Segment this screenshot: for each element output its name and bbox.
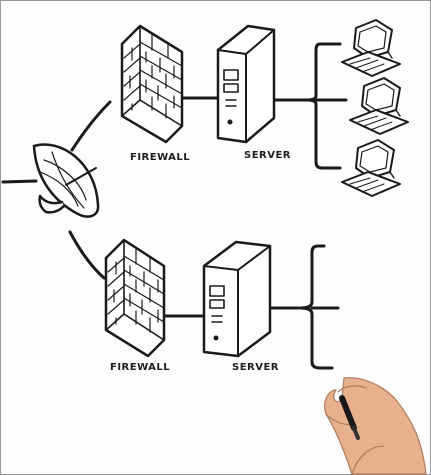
workstation-computer-icon-3: [342, 140, 400, 196]
bracket-top: [306, 44, 346, 168]
server-label-bottom: SERVER: [232, 362, 279, 373]
firewall-brick-icon-top: [122, 26, 182, 142]
hand-with-marker-icon: [325, 378, 426, 474]
firewall-label-bottom: FIREWALL: [110, 362, 170, 373]
server-label-top: SERVER: [244, 150, 291, 161]
bracket-bottom: [300, 246, 338, 368]
server-tower-icon-top: [218, 26, 274, 142]
workstation-computer-icon-2: [350, 78, 408, 134]
satellite-dish-icon: [34, 144, 98, 216]
firewall-brick-icon-bottom: [106, 240, 164, 356]
firewall-label-top: FIREWALL: [130, 152, 190, 163]
workstation-computer-icon-1: [342, 20, 400, 76]
server-tower-icon-bottom: [204, 242, 270, 356]
